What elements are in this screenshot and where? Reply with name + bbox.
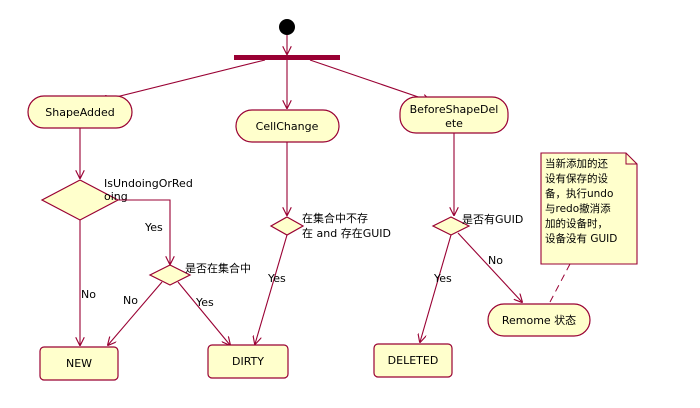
- guard-no-undo: No: [81, 288, 96, 301]
- note-line-3: 备，执行undo: [545, 187, 613, 200]
- note-line-5: 加的设备时，: [545, 217, 608, 230]
- note: 当新添加的还 设有保存的设 备，执行undo 与redo撤消添 加的设备时， 设…: [540, 152, 638, 265]
- state-new-label: NEW: [66, 357, 92, 370]
- guard-no-guid: No: [488, 254, 503, 267]
- decision-guid-label: 是否有GUID: [462, 212, 523, 226]
- state-before-delete-label-2: ete: [445, 117, 463, 130]
- state-deleted: DELETED: [373, 343, 453, 378]
- decision-in-set-label: 是否在集合中: [185, 261, 251, 275]
- state-cell-change: CellChange: [235, 109, 340, 143]
- state-shape-added-label: ShapeAdded: [45, 106, 115, 119]
- state-remome: Remome 状态: [487, 303, 591, 337]
- decision-cell: [269, 216, 305, 236]
- guard-yes-undo: Yes: [144, 221, 163, 234]
- state-dirty-label: DIRTY: [232, 355, 264, 368]
- state-dirty: DIRTY: [207, 344, 289, 379]
- guard-yes-guid: Yes: [433, 272, 452, 285]
- state-before-delete: BeforeShapeDel ete: [399, 96, 509, 134]
- note-line-1: 当新添加的还: [545, 157, 608, 170]
- note-anchor: [549, 263, 571, 303]
- decision-undo-label-1: IsUndoingOrRed: [104, 177, 193, 190]
- decision-undo-label-2: oing: [104, 190, 128, 203]
- note-line-6: 设备没有 GUID: [545, 232, 617, 245]
- decision-in-set: [148, 264, 192, 286]
- guard-no-in-set: No: [123, 294, 138, 307]
- note-line-2: 设有保存的设: [545, 172, 608, 185]
- state-before-delete-label-1: BeforeShapeDel: [410, 103, 499, 116]
- state-remome-label: Remome 状态: [502, 313, 576, 327]
- state-new: NEW: [39, 346, 119, 381]
- initial-node: [279, 19, 295, 35]
- state-shape-added: ShapeAdded: [27, 95, 133, 129]
- state-deleted-label: DELETED: [388, 354, 439, 367]
- guard-yes-cell: Yes: [267, 272, 286, 285]
- decision-cell-label-1: 在集合中不存: [302, 211, 368, 225]
- fork-bar: [234, 55, 340, 60]
- guard-yes-in-set: Yes: [195, 296, 214, 309]
- decision-cell-label-2: 在 and 存在GUID: [302, 226, 391, 240]
- state-cell-change-label: CellChange: [256, 120, 319, 133]
- note-line-4: 与redo撤消添: [545, 202, 611, 215]
